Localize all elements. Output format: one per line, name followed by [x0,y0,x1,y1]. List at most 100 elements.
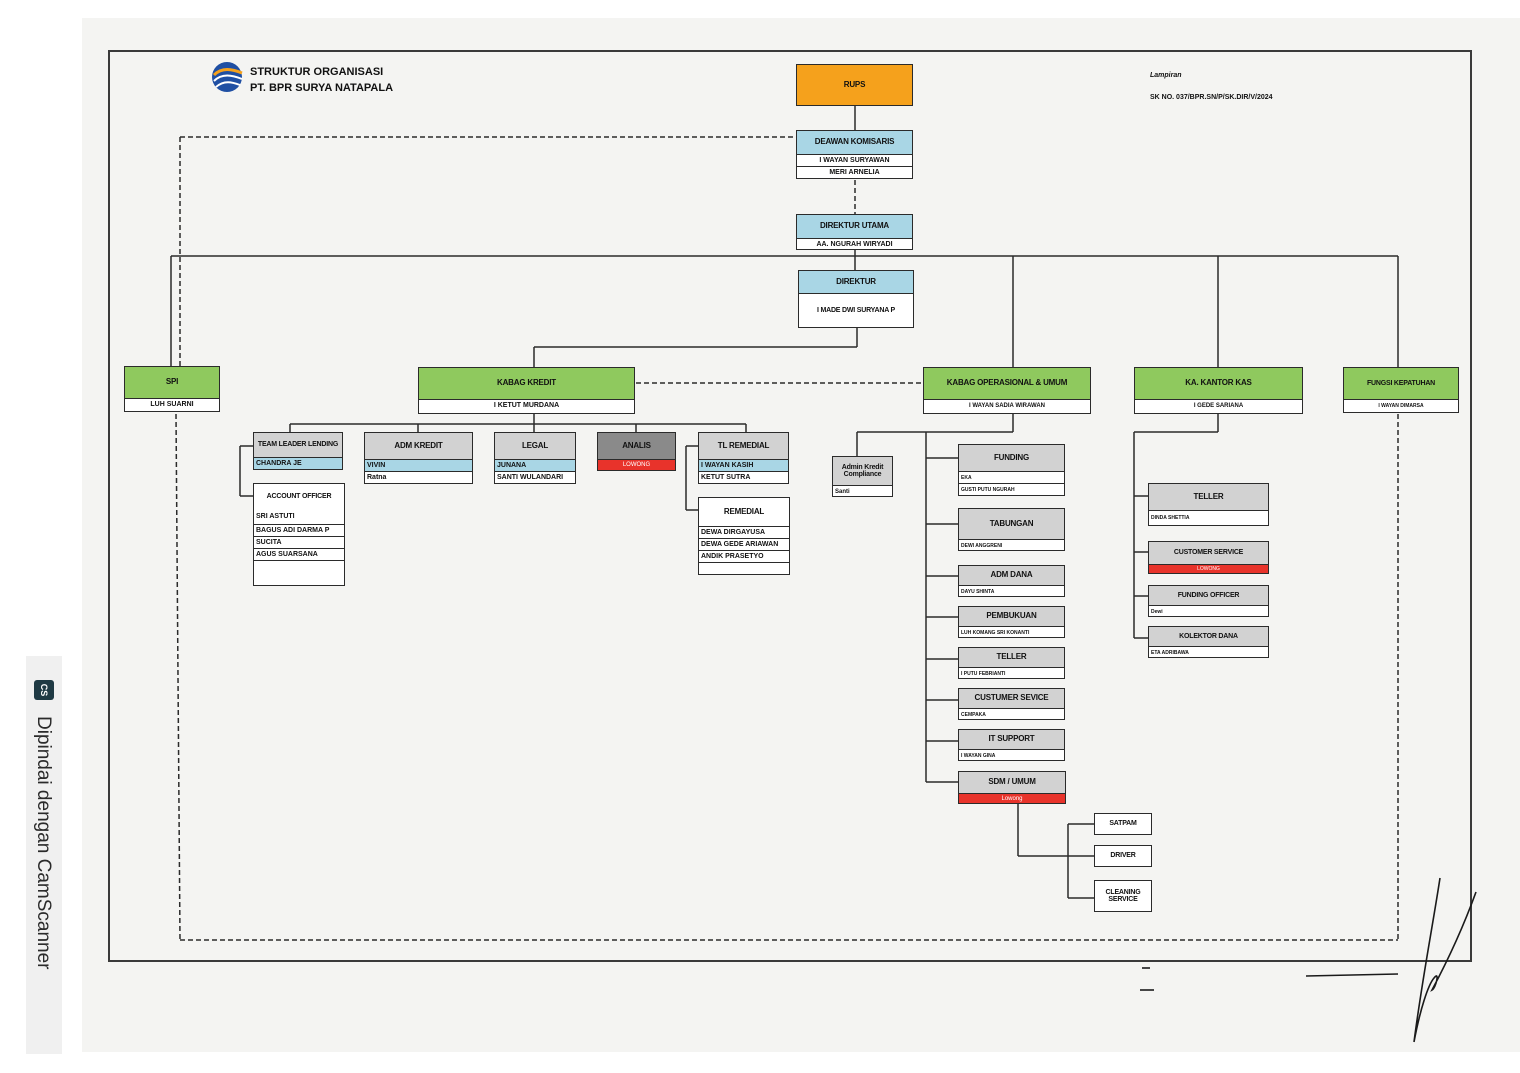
node-funding-officer: FUNDING OFFICER Dewi [1148,585,1269,617]
node-title: KABAG OPERASIONAL & UMUM [924,368,1090,399]
node-title: DIREKTUR [799,271,913,293]
chart-frame [108,50,1472,962]
member-name: BAGUS ADI DARMA P [254,524,344,536]
node-title: PEMBUKUAN [959,607,1064,626]
member-name: DEWI ANGGRENI [959,539,1064,551]
lampiran-label: Lampiran [1150,72,1182,79]
member-name: EKA [959,471,1064,483]
member-name [254,560,344,580]
node-it-support: IT SUPPORT I WAYAN GINA [958,729,1065,761]
member-name: GUSTI PUTU NGURAH [959,483,1064,495]
member-name: Ratna [365,471,472,483]
node-teller-kas: TELLER DINDA SHETTIA [1148,483,1269,526]
member-name: SUCITA [254,536,344,548]
member-name: DEWA GEDE ARIAWAN [699,538,789,550]
member-name: SANTI WULANDARI [495,471,575,483]
node-direktur-utama: DIREKTUR UTAMA AA. NGURAH WIRYADI [796,214,913,250]
node-pembukuan: PEMBUKUAN LUH KOMANG SRI KONANTI [958,606,1065,638]
node-title: TL REMEDIAL [699,433,788,459]
vacant-label: LOWONG [1149,564,1268,573]
camscanner-text: Dipindai dengan CamScanner [33,716,54,970]
node-title: DIREKTUR UTAMA [797,215,912,238]
node-title: CUSTOMER SERVICE [1149,542,1268,564]
sk-number: SK NO. 037/BPR.SN/P/SK.DIR/V/2024 [1150,94,1273,101]
node-title: SDM / UMUM [959,772,1065,793]
member-name: CEMPAKA [959,708,1064,720]
member-name: I WAYAN GINA [959,749,1064,761]
node-title: TELLER [959,648,1064,667]
member-name: I WAYAN SURYAWAN [797,154,912,166]
node-title: LEGAL [495,433,575,459]
company-logo [210,60,246,96]
member-name: LUH SUARNI [125,398,219,410]
node-rups: RUPS [796,64,913,106]
member-name: JUNANA [495,459,575,471]
node-title: KOLEKTOR DANA [1149,627,1268,646]
member-name: VIVIN [365,459,472,471]
node-spi: SPI LUH SUARNI [124,366,220,412]
node-kolektor-dana: KOLEKTOR DANA ETA ADRIBAWA [1148,626,1269,658]
node-adm-dana: ADM DANA DAYU SHINTA [958,565,1065,597]
node-admin-kredit-compliance: Admin Kredit Compliance Santi [832,456,893,497]
node-customer-service-operasional: CUSTUMER SEVICE CEMPAKA [958,688,1065,720]
node-title: TEAM LEADER LENDING [254,433,342,457]
member-name: I KETUT MURDANA [419,399,634,411]
member-name: I PUTU FEBRIANTI [959,667,1064,679]
node-kantor-kas: KA. KANTOR KAS I GEDE SARIANA [1134,367,1303,414]
node-dewan-komisaris: DEAWAN KOMISARIS I WAYAN SURYAWAN MERI A… [796,130,913,179]
node-title: FUNDING [959,445,1064,471]
member-name: AGUS SUARSANA [254,548,344,560]
vacant-label: LOWONG [598,459,675,470]
node-title: DRIVER [1110,852,1136,860]
member-name: Santi [833,485,892,497]
chart-title-line1: STRUKTUR ORGANISASI [250,66,384,78]
node-legal: LEGAL JUNANA SANTI WULANDARI [494,432,576,484]
node-tabungan: TABUNGAN DEWI ANGGRENI [958,508,1065,551]
node-title: CLEANING SERVICE [1105,888,1141,903]
node-tl-remedial: TL REMEDIAL I WAYAN KASIH KETUT SUTRA [698,432,789,484]
member-name: ANDIK PRASETYO [699,550,789,562]
node-customer-service-kas: CUSTOMER SERVICE LOWONG [1148,541,1269,574]
node-analis: ANALIS LOWONG [597,432,676,471]
member-name: SRI ASTUTI [256,513,295,520]
node-title: TABUNGAN [959,509,1064,539]
node-title: Admin Kredit Compliance [833,457,892,485]
node-title: ACCOUNT OFFICER [266,493,332,501]
chart-title-line2: PT. BPR SURYA NATAPALA [250,82,394,94]
member-name: CHANDRA JE [254,457,342,469]
node-title: RUPS [843,79,866,89]
member-name: MERI ARNELIA [797,166,912,178]
node-funding: FUNDING EKA GUSTI PUTU NGURAH [958,444,1065,496]
node-driver: DRIVER [1094,845,1152,867]
camscanner-watermark: CS Dipindai dengan CamScanner [26,656,62,1054]
member-name: DAYU SHINTA [959,585,1064,597]
member-name: KETUT SUTRA [699,471,788,483]
member-name: I MADE DWI SURYANA P [799,293,913,327]
node-title: ANALIS [598,433,675,459]
member-name: I WAYAN SADIA WIRAWAN [924,399,1090,411]
member-name: I WAYAN KASIH [699,459,788,471]
node-title: TELLER [1149,484,1268,510]
member-name: DINDA SHETTIA [1149,510,1268,525]
node-team-leader-lending: TEAM LEADER LENDING CHANDRA JE [253,432,343,470]
node-title: ADM KREDIT [365,433,472,459]
node-kabag-kredit: KABAG KREDIT I KETUT MURDANA [418,367,635,414]
node-remedial: REMEDIAL DEWA DIRGAYUSA DEWA GEDE ARIAWA… [698,497,790,575]
node-title: SATPAM [1109,820,1137,828]
node-sdm-umum: SDM / UMUM Lowong [958,771,1066,804]
node-title: CUSTUMER SEVICE [959,689,1064,708]
node-fungsi-kepatuhan: FUNGSI KEPATUHAN I WAYAN DIMARSA [1343,367,1459,413]
member-name: I WAYAN DIMARSA [1344,399,1458,411]
member-name: I GEDE SARIANA [1135,399,1302,411]
member-name: DEWA DIRGAYUSA [699,526,789,538]
node-title: IT SUPPORT [959,730,1064,749]
node-teller-operasional: TELLER I PUTU FEBRIANTI [958,647,1065,679]
node-cleaning-service: CLEANING SERVICE [1094,880,1152,912]
node-title: SPI [125,367,219,398]
member-name: ETA ADRIBAWA [1149,646,1268,658]
node-title: KA. KANTOR KAS [1135,368,1302,399]
member-name: AA. NGURAH WIRYADI [797,238,912,250]
node-satpam: SATPAM [1094,813,1152,835]
node-kabag-operasional: KABAG OPERASIONAL & UMUM I WAYAN SADIA W… [923,367,1091,414]
